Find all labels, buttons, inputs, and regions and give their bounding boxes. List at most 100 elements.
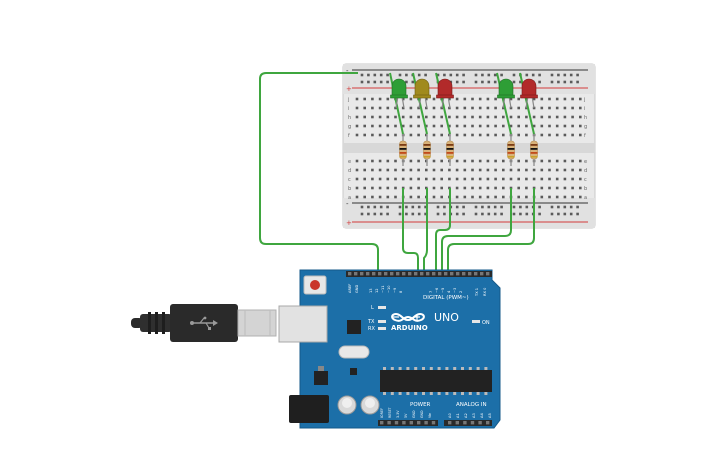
breadboard-hole[interactable] bbox=[463, 195, 467, 199]
breadboard-hole[interactable] bbox=[417, 124, 420, 128]
breadboard-hole[interactable] bbox=[440, 186, 443, 190]
breadboard-hole[interactable] bbox=[378, 168, 382, 172]
breadboard-hole[interactable] bbox=[540, 195, 544, 199]
breadboard-hole[interactable] bbox=[494, 159, 497, 163]
breadboard-hole[interactable] bbox=[486, 133, 490, 137]
breadboard-hole[interactable] bbox=[440, 115, 443, 119]
breadboard-hole[interactable] bbox=[401, 106, 405, 110]
rail-hole[interactable] bbox=[411, 80, 415, 84]
breadboard-hole[interactable] bbox=[409, 97, 413, 101]
header-pin[interactable] bbox=[478, 421, 482, 425]
breadboard-hole[interactable] bbox=[409, 124, 413, 128]
breadboard-hole[interactable] bbox=[363, 177, 366, 181]
rail-hole[interactable] bbox=[379, 80, 383, 84]
rail-hole[interactable] bbox=[462, 80, 465, 84]
breadboard-hole[interactable] bbox=[540, 133, 544, 137]
rail-hole[interactable] bbox=[576, 73, 579, 77]
breadboard-hole[interactable] bbox=[386, 159, 390, 163]
rail-hole[interactable] bbox=[443, 205, 446, 209]
breadboard-hole[interactable] bbox=[494, 186, 497, 190]
rail-hole[interactable] bbox=[500, 205, 503, 209]
breadboard-hole[interactable] bbox=[378, 115, 382, 119]
breadboard-hole[interactable] bbox=[386, 195, 390, 199]
breadboard-hole[interactable] bbox=[502, 177, 505, 181]
rail-hole[interactable] bbox=[474, 80, 478, 84]
breadboard-hole[interactable] bbox=[502, 168, 505, 172]
breadboard-hole[interactable] bbox=[394, 106, 397, 110]
breadboard-hole[interactable] bbox=[540, 186, 544, 190]
breadboard-hole[interactable] bbox=[463, 106, 467, 110]
rail-hole[interactable] bbox=[462, 205, 465, 209]
breadboard-hole[interactable] bbox=[563, 168, 567, 172]
breadboard-hole[interactable] bbox=[432, 195, 436, 199]
rail-hole[interactable] bbox=[563, 80, 567, 84]
breadboard-hole[interactable] bbox=[579, 168, 582, 172]
breadboard-hole[interactable] bbox=[394, 115, 397, 119]
header-pin[interactable] bbox=[348, 272, 352, 276]
breadboard-hole[interactable] bbox=[471, 195, 474, 199]
resistor-3[interactable] bbox=[446, 134, 454, 166]
breadboard-hole[interactable] bbox=[394, 168, 397, 172]
breadboard-hole[interactable] bbox=[532, 124, 536, 128]
header-pin[interactable] bbox=[402, 272, 406, 276]
breadboard-hole[interactable] bbox=[378, 159, 382, 163]
breadboard-hole[interactable] bbox=[540, 177, 544, 181]
rail-hole[interactable] bbox=[519, 80, 522, 84]
breadboard-hole[interactable] bbox=[555, 133, 559, 137]
breadboard-hole[interactable] bbox=[371, 159, 374, 163]
breadboard-hole[interactable] bbox=[394, 124, 397, 128]
breadboard-hole[interactable] bbox=[363, 124, 366, 128]
rail-hole[interactable] bbox=[405, 205, 408, 209]
breadboard-hole[interactable] bbox=[486, 124, 490, 128]
breadboard-hole[interactable] bbox=[486, 177, 490, 181]
breadboard-hole[interactable] bbox=[355, 97, 359, 101]
breadboard-hole[interactable] bbox=[463, 124, 467, 128]
rail-hole[interactable] bbox=[449, 73, 453, 77]
breadboard-hole[interactable] bbox=[386, 133, 390, 137]
header-pin[interactable] bbox=[432, 272, 436, 276]
rail-hole[interactable] bbox=[550, 205, 554, 209]
header-pin[interactable] bbox=[444, 272, 448, 276]
breadboard-hole[interactable] bbox=[425, 168, 428, 172]
breadboard-hole[interactable] bbox=[425, 106, 428, 110]
breadboard-hole[interactable] bbox=[571, 106, 574, 110]
breadboard-hole[interactable] bbox=[555, 97, 559, 101]
wire-pin-3[interactable] bbox=[435, 188, 451, 276]
breadboard-hole[interactable] bbox=[486, 159, 490, 163]
rail-hole[interactable] bbox=[519, 205, 522, 209]
header-pin[interactable] bbox=[402, 421, 406, 425]
breadboard-hole[interactable] bbox=[579, 186, 582, 190]
breadboard-hole[interactable] bbox=[548, 133, 551, 137]
breadboard-hole[interactable] bbox=[563, 115, 567, 119]
breadboard-hole[interactable] bbox=[532, 115, 536, 119]
breadboard-hole[interactable] bbox=[532, 106, 536, 110]
breadboard-hole[interactable] bbox=[440, 133, 443, 137]
breadboard-hole[interactable] bbox=[448, 177, 451, 181]
breadboard-hole[interactable] bbox=[463, 115, 467, 119]
rail-hole[interactable] bbox=[411, 212, 415, 216]
rail-hole[interactable] bbox=[557, 80, 560, 84]
breadboard-hole[interactable] bbox=[471, 124, 474, 128]
breadboard-hole[interactable] bbox=[448, 124, 451, 128]
breadboard-hole[interactable] bbox=[463, 186, 467, 190]
resistor-4[interactable] bbox=[507, 134, 515, 166]
breadboard-hole[interactable] bbox=[548, 115, 551, 119]
breadboard-hole[interactable] bbox=[525, 186, 528, 190]
breadboard-hole[interactable] bbox=[525, 133, 528, 137]
rail-hole[interactable] bbox=[538, 73, 541, 77]
breadboard-hole[interactable] bbox=[494, 177, 497, 181]
breadboard-hole[interactable] bbox=[517, 97, 520, 101]
breadboard-hole[interactable] bbox=[579, 133, 582, 137]
breadboard-hole[interactable] bbox=[517, 186, 520, 190]
breadboard-hole[interactable] bbox=[417, 133, 420, 137]
breadboard-hole[interactable] bbox=[540, 97, 544, 101]
breadboard-hole[interactable] bbox=[440, 159, 443, 163]
rail-hole[interactable] bbox=[424, 73, 427, 77]
breadboard-hole[interactable] bbox=[401, 115, 405, 119]
rail-hole[interactable] bbox=[576, 205, 579, 209]
breadboard-hole[interactable] bbox=[432, 124, 436, 128]
breadboard-hole[interactable] bbox=[440, 124, 443, 128]
breadboard-hole[interactable] bbox=[478, 177, 482, 181]
breadboard-hole[interactable] bbox=[525, 115, 528, 119]
header-pin[interactable] bbox=[474, 272, 478, 276]
